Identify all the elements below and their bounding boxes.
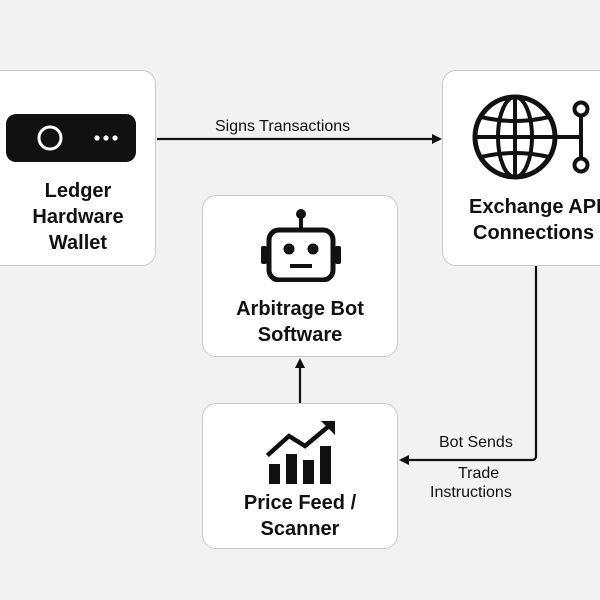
edge-label-trade: Trade <box>458 465 500 482</box>
robot-icon <box>261 209 341 282</box>
node-arbitrage-bot: Arbitrage Bot Software <box>202 195 398 357</box>
node-ledger-label-line3: Wallet <box>48 232 108 254</box>
edge-exchange-to-price <box>399 266 538 465</box>
node-price-label-line2: Scanner <box>260 518 340 540</box>
chart-trend-icon <box>265 421 335 484</box>
node-ledger-label-line1: Ledger <box>44 180 112 202</box>
edge-label-bot-sends: Bot Sends <box>439 434 513 451</box>
edge-label-instructions: Instructions <box>430 484 512 501</box>
node-bot-label-line2: Software <box>257 324 343 346</box>
globe-network-icon <box>472 94 590 180</box>
node-price-label-line1: Price Feed / <box>243 492 357 514</box>
node-price-label: Price Feed / Scanner <box>203 490 397 542</box>
node-bot-label: Arbitrage Bot Software <box>203 296 397 348</box>
node-exchange-label-line2: Connections <box>473 222 595 244</box>
hardware-wallet-icon <box>6 114 136 162</box>
edge-label-signs-transactions: Signs Transactions <box>215 118 351 135</box>
node-exchange-apis: Exchange APIs Connections <box>442 70 600 266</box>
node-bot-label-line1: Arbitrage Bot <box>236 298 364 320</box>
node-exchange-label-line1: Exchange APIs <box>469 196 600 218</box>
node-ledger-label-line2: Hardware <box>32 206 124 228</box>
node-ledger-label: Ledger Hardware Wallet <box>1 178 155 256</box>
node-exchange-label: Exchange APIs Connections <box>443 194 600 246</box>
node-price-feed-scanner: Price Feed / Scanner <box>202 403 398 549</box>
node-ledger-hardware-wallet: Ledger Hardware Wallet <box>0 70 156 266</box>
